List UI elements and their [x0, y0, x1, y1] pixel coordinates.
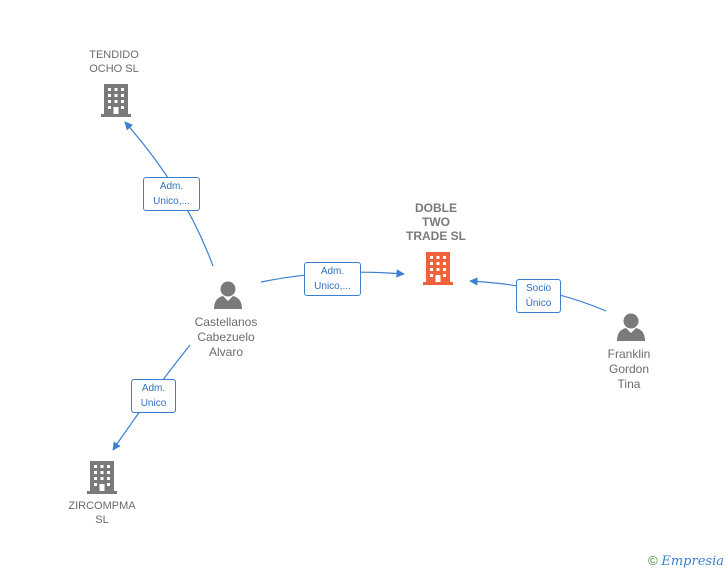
node-label-doble[interactable]: DOBLE TWO TRADE SL	[396, 201, 476, 243]
node-label-line: SL	[95, 514, 109, 526]
person-icon-castellanos[interactable]	[214, 281, 242, 310]
edge-label-line: Unico,...	[314, 281, 351, 292]
footer-credit: © Empresia	[648, 553, 724, 569]
edge-label-to-doble[interactable]: Adm. Unico,...	[304, 262, 361, 296]
edge-label-line: Unico,...	[153, 196, 190, 207]
node-label-line: Alvaro	[208, 345, 243, 359]
person-icon-franklin[interactable]	[617, 313, 645, 342]
edge-label-to-tendido[interactable]: Adm. Unico,...	[143, 177, 200, 211]
edge-label-line: Adm.	[320, 266, 345, 277]
node-label-line: TWO	[422, 215, 450, 229]
node-label-line: Gordon	[608, 362, 650, 376]
node-label-line: TRADE SL	[406, 229, 466, 243]
building-icon-doble[interactable]	[423, 252, 453, 285]
node-label-tendido[interactable]: TENDIDO OCHO SL	[74, 48, 154, 76]
edge-label-line: Único	[525, 298, 552, 309]
edge-label-line: Socio	[525, 283, 551, 294]
edge-label-franklin-to-doble[interactable]: Socio Único	[516, 279, 561, 313]
node-label-line: Franklin	[607, 347, 651, 361]
node-label-line: DOBLE	[415, 201, 457, 215]
edge-label-to-zircompma[interactable]: Adm. Unico	[131, 379, 176, 413]
node-label-line: Tina	[617, 377, 641, 391]
node-label-line: ZIRCOMPMA	[68, 500, 136, 512]
building-icon-tendido[interactable]	[101, 84, 131, 117]
node-label-line: Castellanos	[194, 315, 258, 329]
edge-label-line: Adm.	[141, 383, 166, 394]
copyright-icon: ©	[648, 553, 658, 568]
node-label-zircompma[interactable]: ZIRCOMPMA SL	[57, 499, 147, 527]
building-icon-zircompma[interactable]	[87, 461, 117, 494]
edge-label-line: Unico	[140, 398, 167, 409]
node-label-franklin[interactable]: Franklin Gordon Tina	[589, 347, 669, 392]
brand-logo[interactable]: Empresia	[661, 554, 724, 569]
edge-label-line: Adm.	[159, 181, 184, 192]
node-label-castellanos[interactable]: Castellanos Cabezuelo Alvaro	[181, 315, 271, 360]
node-label-line: OCHO SL	[89, 63, 139, 75]
node-label-line: TENDIDO	[89, 49, 139, 61]
node-label-line: Cabezuelo	[197, 330, 255, 344]
